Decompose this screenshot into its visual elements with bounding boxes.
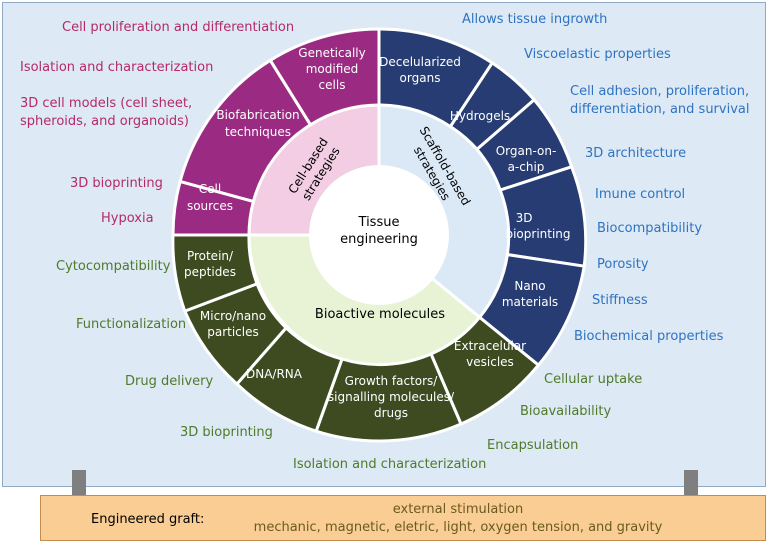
seg-organ-chip-l2: a-chip: [508, 160, 545, 174]
center-circle: [309, 165, 449, 305]
seg-growth-l2: signalling molecules/: [328, 390, 455, 404]
label-adhesion-l1: Cell adhesion, proliferation,: [570, 84, 750, 99]
engineered-graft-bar: Engineered graft: external stimulation m…: [40, 495, 766, 541]
seg-cell-sources-l2: sources: [187, 199, 233, 213]
center-label-line1: Tissue: [358, 215, 400, 230]
label-isolation-bottom: Isolation and characterization: [293, 457, 487, 472]
seg-cell-sources-l1: Cell: [199, 182, 221, 196]
stimulation-line1: external stimulation: [392, 502, 524, 517]
seg-growth-l1: Growth factors/: [345, 374, 439, 388]
seg-decellularized-l2: organs: [400, 71, 441, 85]
label-bioprinting-pink: 3D bioprinting: [70, 176, 163, 191]
segment-protein-peptides: [171, 233, 259, 314]
label-porosity: Porosity: [597, 257, 649, 272]
label-3d-models-l2: spheroids, and organoids): [20, 114, 189, 129]
label-3d-models-l1: 3D cell models (cell sheet,: [20, 96, 193, 111]
seg-micro-l1: Micro/nano: [200, 309, 266, 323]
seg-biofabrication-l1: Biofabrication: [216, 108, 299, 122]
label-tissue-ingrowth: Allows tissue ingrowth: [462, 12, 608, 27]
label-cell-proliferation: Cell proliferation and differentiation: [62, 20, 295, 35]
label-bioprinting-green: 3D bioprinting: [180, 425, 273, 440]
seg-bioprinting-l2: bioprinting: [505, 227, 570, 241]
seg-hydrogels-l1: Hydrogels: [450, 109, 510, 123]
seg-nano-l1: Nano: [514, 279, 545, 293]
label-adhesion-l2: differentiation, and survival: [570, 102, 750, 117]
seg-protein-l2: peptides: [184, 265, 236, 279]
seg-growth-l3: drugs: [374, 406, 408, 420]
seg-biofabrication-l2: techniques: [225, 125, 291, 139]
label-encapsulation: Encapsulation: [487, 438, 579, 453]
seg-decellularized-l1: Decelularized: [379, 55, 461, 69]
label-stiffness: Stiffness: [592, 293, 648, 308]
label-biochemical: Biochemical properties: [574, 329, 724, 344]
label-drug-delivery: Drug delivery: [125, 374, 214, 389]
engineered-graft-label: Engineered graft:: [91, 512, 205, 527]
label-viscoelastic: Viscoelastic properties: [524, 47, 671, 62]
label-hypoxia: Hypoxia: [101, 211, 154, 226]
label-imune-control: Imune control: [595, 187, 686, 202]
label-isolation-top: Isolation and characterization: [20, 60, 214, 75]
label-bioavailability: Bioavailability: [520, 404, 612, 419]
label-biocompatibility: Biocompatibility: [597, 221, 703, 236]
seg-vesicles-l2: vesicles: [466, 355, 514, 369]
seg-vesicles-l1: Extracelular: [454, 339, 526, 353]
seg-nano-l2: materials: [502, 295, 558, 309]
seg-organ-chip-l1: Organ-on-: [496, 144, 557, 158]
seg-genetically-l2: modified: [306, 62, 359, 76]
label-cellular-uptake: Cellular uptake: [544, 372, 643, 387]
seg-bioprinting-l1: 3D: [516, 211, 533, 225]
seg-genetically-l1: Genetically: [298, 46, 365, 60]
stimulation-line2: mechanic, magnetic, eletric, light, oxyg…: [253, 520, 663, 535]
label-3d-architecture: 3D architecture: [585, 146, 687, 161]
label-functionalization: Functionalization: [76, 317, 187, 332]
category-bioactive: Bioactive molecules: [315, 307, 445, 322]
seg-genetically-l3: cells: [319, 78, 346, 92]
label-cytocompatibility: Cytocompatibility: [56, 259, 171, 274]
seg-dna-l1: DNA/RNA: [246, 367, 303, 381]
seg-micro-l2: particles: [207, 325, 259, 339]
seg-protein-l1: Protein/: [187, 249, 234, 263]
center-label-line2: engineering: [340, 232, 418, 247]
